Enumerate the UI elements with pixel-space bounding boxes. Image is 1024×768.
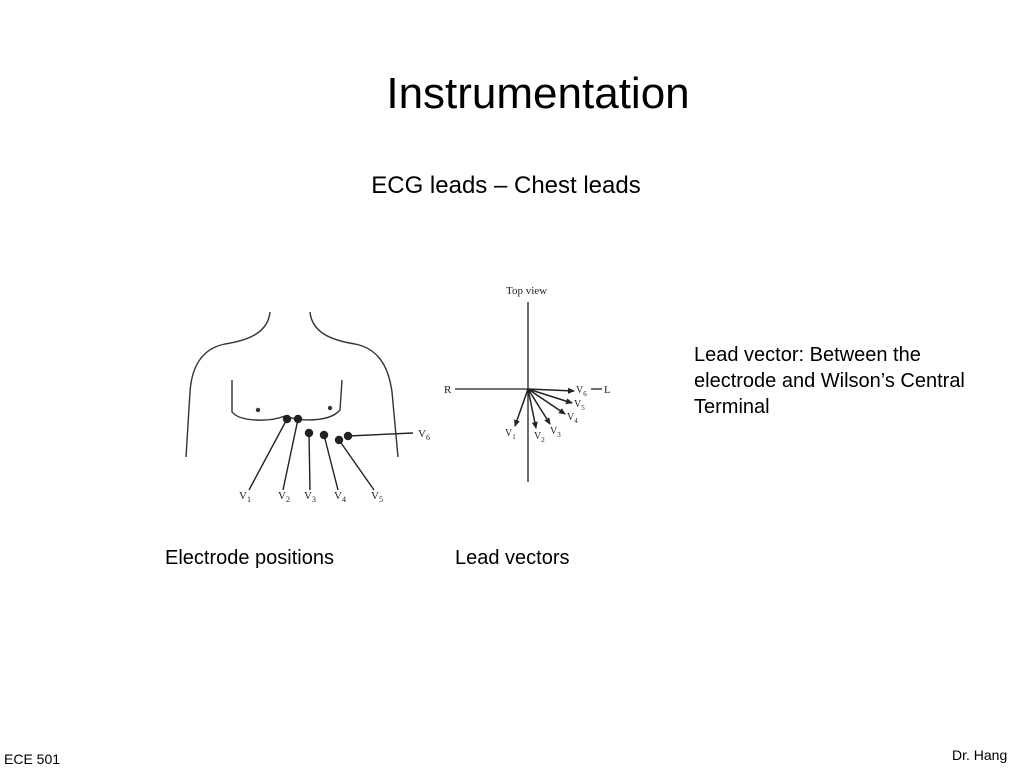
nipple-right [327, 405, 333, 411]
ecg-chest-leads-figure: V1 V2 V3 V4 V5 V6 Top view R L V1 V2 V3 … [185, 285, 611, 504]
footer-author: Dr. Hang [952, 747, 1008, 763]
axis-label-r: R [444, 384, 452, 396]
electrode-label-v5: V5 [371, 490, 383, 504]
vector-v4 [527, 388, 566, 415]
electrode-label-v4: V4 [334, 490, 346, 504]
caption-lead-vectors: Lead vectors [455, 547, 570, 569]
nipple-left [255, 407, 261, 413]
vector-label-v2: V2 [534, 431, 545, 444]
vector-label-v4: V4 [567, 412, 578, 425]
caption-electrode-positions: Electrode positions [165, 547, 334, 569]
vector-label-v1: V1 [505, 428, 516, 441]
electrode-label-v3: V3 [304, 490, 316, 504]
slide-title: Instrumentation [386, 69, 690, 118]
vector-v1 [514, 388, 529, 427]
vector-label-v5: V5 [574, 399, 585, 412]
electrode-v2-dot [293, 414, 303, 424]
lead-vector-note: Lead vector: Between the electrode and W… [694, 344, 965, 418]
electrode-label-v1: V1 [239, 490, 251, 504]
vector-v3 [527, 388, 551, 425]
vector-v6 [527, 387, 575, 394]
vector-v5 [527, 388, 573, 405]
lead-vectors-diagram: Top view R L V1 V2 V3 V4 V5 V6 [444, 285, 611, 482]
axis-label-l: L [604, 384, 611, 396]
vector-label-v6: V6 [576, 385, 587, 398]
footer-course: ECE 501 [4, 751, 61, 767]
vector-label-v3: V3 [550, 426, 561, 439]
slide-subtitle: ECG leads – Chest leads [371, 172, 641, 199]
electrode-markers [248, 414, 414, 491]
electrode-label-v6: V6 [418, 428, 430, 442]
electrode-label-v2: V2 [278, 490, 290, 504]
vector-v2 [527, 388, 538, 429]
top-view-label: Top view [506, 285, 547, 297]
